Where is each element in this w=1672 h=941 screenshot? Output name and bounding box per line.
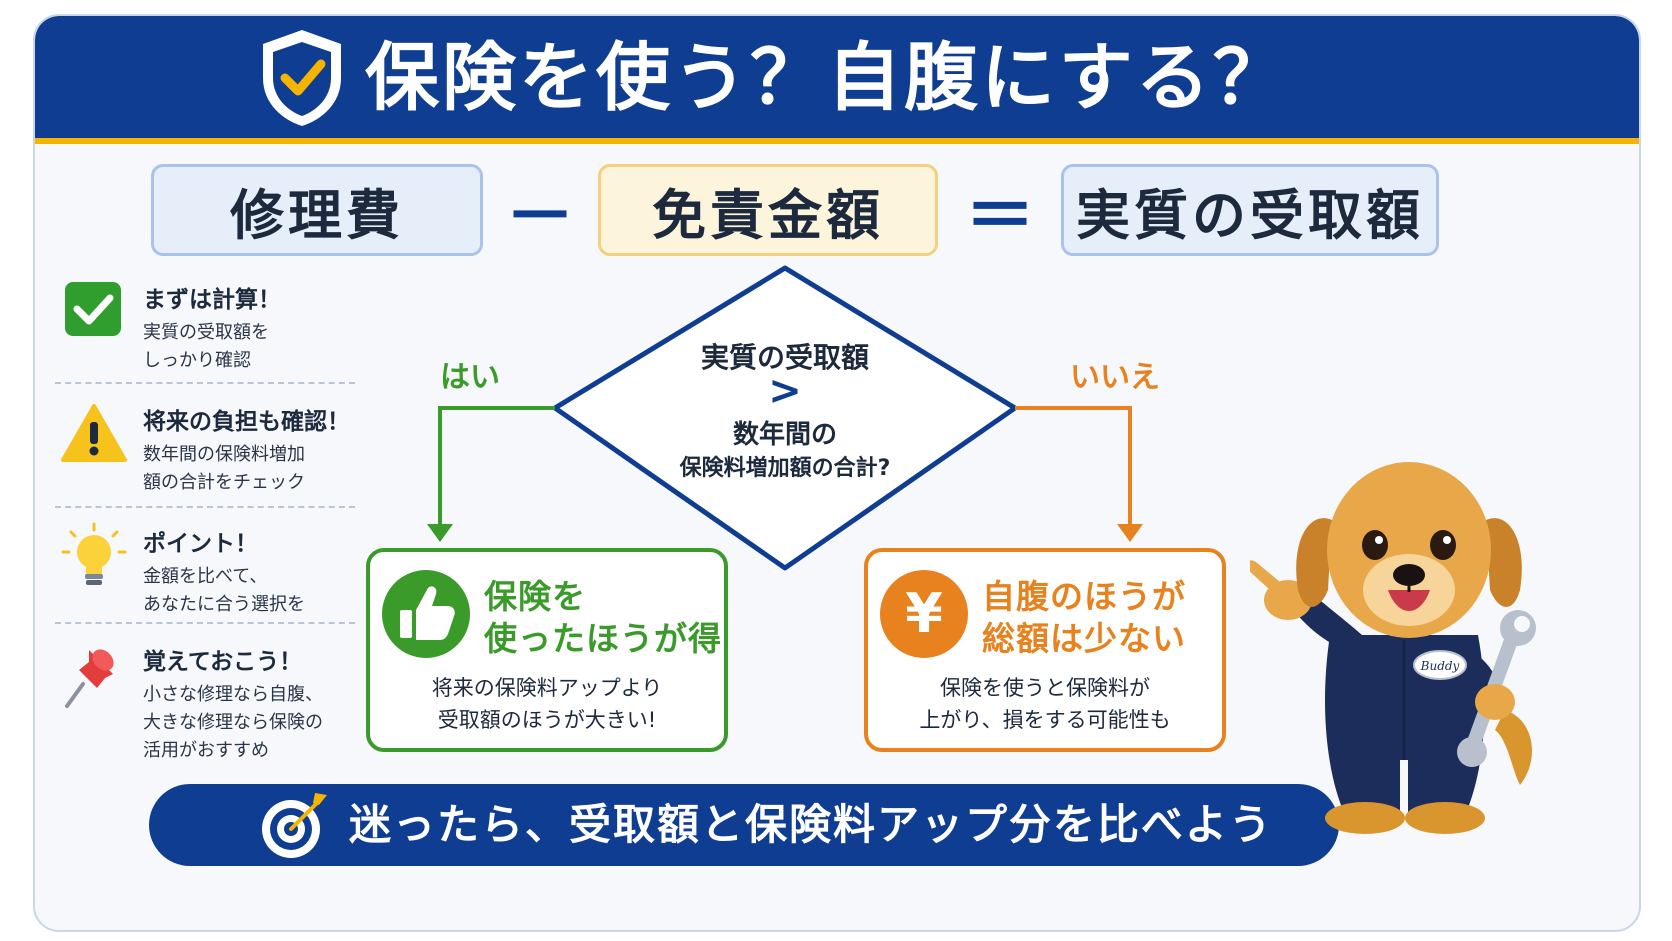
tip-heading: ポイント！	[143, 531, 258, 557]
divider	[55, 506, 355, 508]
no-arrowhead	[1117, 524, 1143, 542]
mascot-name-tag: Buddy	[1420, 659, 1460, 673]
decision-diamond	[552, 265, 1018, 571]
tip-heading: まずは計算！	[143, 287, 281, 313]
result-title: 使ったほうが得	[484, 619, 722, 658]
tip-remember: 覚えておこう！ 小さな修理なら自腹、 大きな修理なら保険の 活用がおすすめ	[59, 640, 359, 761]
tip-heading: 覚えておこう！	[143, 649, 303, 675]
tip-future-cost: 将来の負担も確認！ 数年間の保険料増加 額の合計をチェック	[59, 400, 359, 500]
formula-equals: ＝	[965, 174, 1035, 257]
green-check-icon	[65, 282, 121, 336]
tip-line: 小さな修理なら自腹、	[143, 684, 323, 705]
decision-flow	[427, 265, 1143, 571]
tip-line: しっかり確認	[143, 350, 251, 371]
footer-banner: 迷ったら、受取額と保険料アップ分を比べよう	[149, 784, 1339, 866]
result-body: 保険を使うと保険料が	[940, 676, 1150, 700]
divider	[55, 382, 355, 384]
page-title: 保険を使う？自腹にする？	[365, 35, 1290, 121]
result-title: 総額は少ない	[982, 619, 1186, 658]
tip-line: あなたに合う選択を	[143, 594, 305, 615]
tip-calculate: まずは計算！ 実質の受取額を しっかり確認	[59, 278, 359, 378]
yen-icon: ¥	[880, 570, 968, 658]
dog-mechanic-icon: Buddy	[1250, 462, 1536, 834]
pushpin-icon	[65, 649, 114, 708]
shield-check-icon	[263, 30, 341, 126]
result-body: 受取額のほうが大きい!	[437, 708, 657, 732]
divider	[55, 622, 355, 624]
tip-line: 大きな修理なら保険の	[143, 712, 323, 733]
infographic-frame: 保険を使う？自腹にする？ 修理費 － 免責金額 ＝ 実質の受取額 まずは計算！ …	[33, 14, 1641, 932]
decision-line-1: 実質の受取額	[700, 341, 869, 374]
formula-repair-cost: 修理費	[151, 164, 483, 256]
formula-net-amount: 実質の受取額	[1061, 164, 1439, 256]
tip-line: 額の合計をチェック	[143, 472, 305, 493]
result-title: 自腹のほうが	[982, 577, 1186, 616]
result-body: 将来の保険料アップより	[431, 676, 663, 700]
warning-icon	[61, 404, 127, 462]
thumbs-up-icon	[382, 570, 470, 658]
formula-deductible: 免責金額	[598, 164, 938, 256]
yes-label: はい	[440, 360, 500, 395]
decision-operator: >	[768, 368, 802, 414]
no-label: いいえ	[1070, 360, 1160, 395]
result-use-insurance: 保険を 使ったほうが得 将来の保険料アップより 受取額のほうが大きい!	[366, 548, 728, 752]
yes-arrowhead	[427, 524, 453, 542]
result-body: 上がり、損をする可能性も	[919, 708, 1171, 732]
no-arrow	[1015, 406, 1132, 528]
decision-line-3: 保険料増加額の合計?	[679, 456, 891, 481]
tip-heading: 将来の負担も確認！	[143, 409, 350, 435]
target-icon	[262, 793, 327, 858]
tip-line: 実質の受取額を	[143, 322, 269, 343]
tip-line: 活用がおすすめ	[143, 740, 269, 761]
decision-line-2: 数年間の	[732, 420, 837, 450]
result-title: 保険を	[484, 577, 586, 616]
footer-text: 迷ったら、受取額と保険料アップ分を比べよう	[349, 800, 1274, 849]
tip-point: ポイント！ 金額を比べて、 あなたに合う選択を	[59, 522, 359, 622]
formula-minus: －	[505, 174, 575, 257]
lightbulb-icon	[61, 522, 127, 585]
tip-line: 数年間の保険料増加	[143, 444, 305, 465]
yes-arrow	[438, 406, 555, 528]
header-bar: 保険を使う？自腹にする？	[35, 16, 1639, 144]
tip-line: 金額を比べて、	[143, 566, 268, 587]
result-pay-yourself: ¥ 自腹のほうが 総額は少ない 保険を使うと保険料が 上がり、損をする可能性も	[864, 548, 1226, 752]
